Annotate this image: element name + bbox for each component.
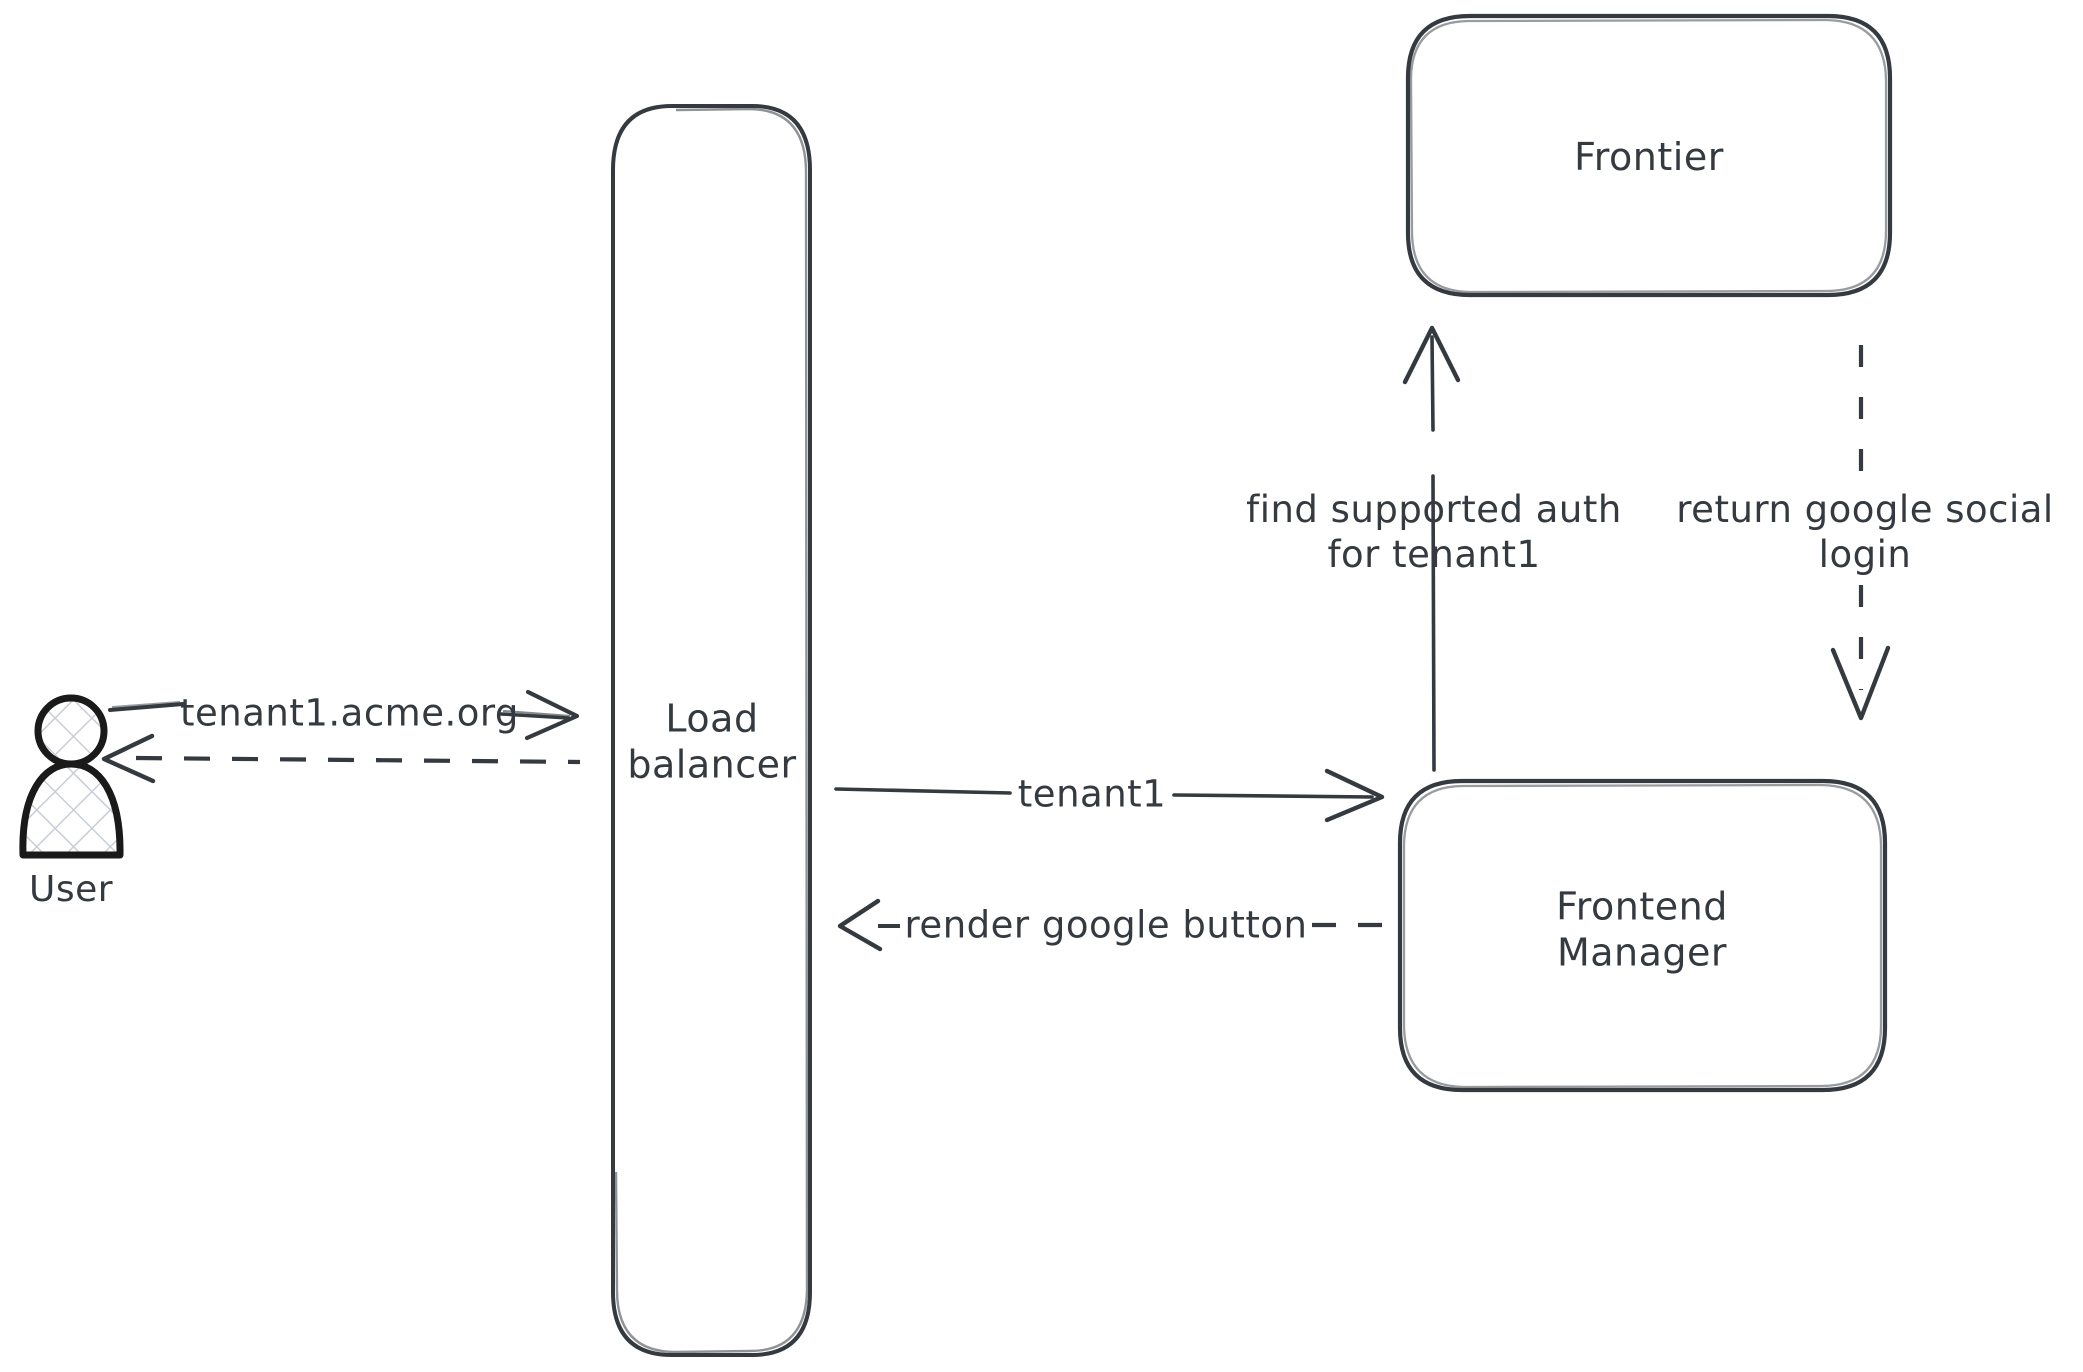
user-head-icon bbox=[34, 694, 108, 768]
user-actor-label: User bbox=[28, 869, 114, 911]
arrowhead-right-icon bbox=[1324, 768, 1385, 823]
user-actor bbox=[19, 694, 124, 859]
edge-label-user-to-lb: tenant1.acme.org bbox=[180, 691, 519, 735]
edge-label-frontend-manager-to-frontier: find supported auth for tenant1 bbox=[1246, 487, 1622, 576]
edge-frontier-to-frontend-manager bbox=[1830, 345, 1891, 721]
frontend-manager-label: Frontend Manager bbox=[1556, 884, 1728, 975]
load-balancer-node[interactable] bbox=[611, 104, 812, 1357]
frontend-manager-node[interactable] bbox=[1397, 778, 1888, 1093]
frontier-shape bbox=[1405, 13, 1893, 298]
edge-lb-to-user bbox=[101, 733, 581, 784]
edge-label-lb-to-frontend-manager: tenant1 bbox=[1017, 772, 1167, 816]
arrowhead-up-icon bbox=[1402, 325, 1461, 385]
edge-lb-to-frontend-manager bbox=[834, 768, 1385, 823]
arrowhead-left-icon bbox=[101, 733, 156, 784]
arrowhead-right-icon bbox=[524, 689, 580, 741]
frontier-node[interactable] bbox=[1405, 13, 1893, 298]
arrowhead-down-icon bbox=[1830, 645, 1891, 721]
edge-frontend-manager-to-frontier bbox=[1402, 325, 1461, 772]
frontend-manager-shape-sketch bbox=[1402, 783, 1883, 1089]
edge-label-frontier-to-frontend-manager: return google social login bbox=[1676, 487, 2054, 576]
user-body-icon bbox=[19, 760, 124, 859]
arrowhead-left-icon bbox=[837, 898, 883, 952]
edge-label-frontend-manager-to-lb: render google button bbox=[904, 903, 1308, 947]
load-balancer-shape bbox=[611, 104, 812, 1357]
frontier-label: Frontier bbox=[1574, 134, 1724, 179]
edge-frontend-manager-to-lb bbox=[837, 898, 1388, 952]
load-balancer-shape-sketch bbox=[614, 107, 809, 1354]
frontend-manager-shape bbox=[1397, 778, 1888, 1093]
edge-user-to-lb bbox=[108, 689, 580, 741]
frontier-shape-sketch bbox=[1409, 18, 1888, 294]
load-balancer-label: Load balancer bbox=[627, 696, 797, 787]
